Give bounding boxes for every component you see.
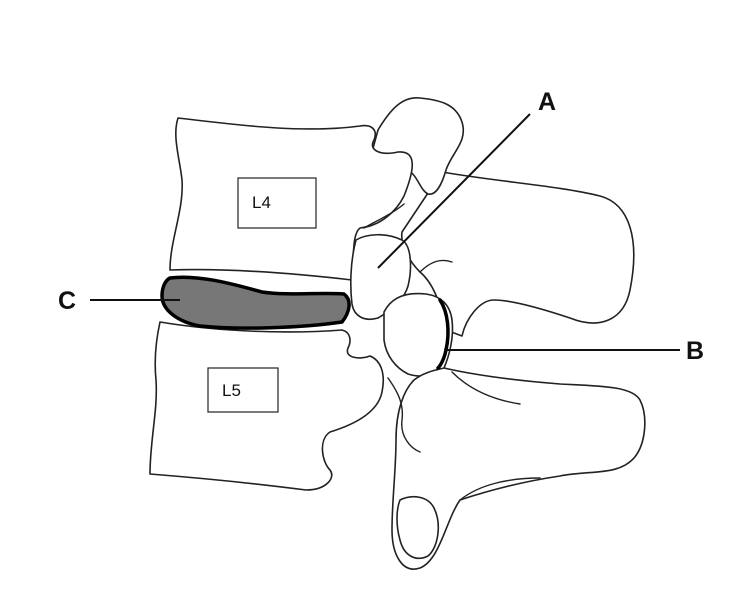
leader-line-a xyxy=(377,113,531,269)
l4-label-box xyxy=(237,177,317,229)
l5-lamina-line xyxy=(451,371,521,405)
intervertebral-disc xyxy=(160,275,351,330)
l5-posterior-elements xyxy=(391,367,646,570)
l5-superior-articular-process xyxy=(383,292,454,377)
l4-pedicle-line xyxy=(363,203,405,229)
l4-spinous-process xyxy=(400,171,635,337)
label-b: B xyxy=(686,337,704,365)
l5-spinous-line xyxy=(459,477,541,501)
l5-label: L5 xyxy=(222,381,241,400)
l4-label: L4 xyxy=(252,193,271,212)
l5-pars-line xyxy=(387,377,421,453)
label-a: A xyxy=(538,88,556,116)
l4-lamina-line xyxy=(419,259,453,273)
label-c: C xyxy=(58,287,76,315)
l5-label-box xyxy=(207,367,279,413)
l5-inferior-articular-process xyxy=(396,495,440,560)
